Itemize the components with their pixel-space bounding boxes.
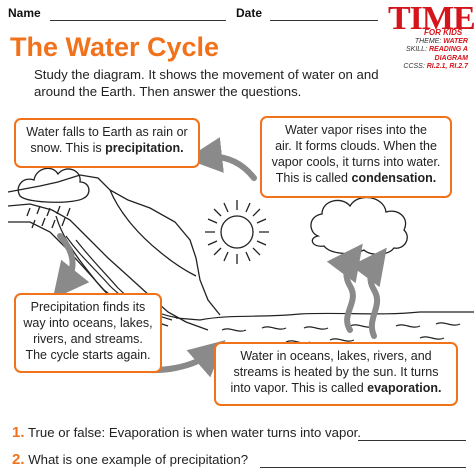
- date-label: Date: [236, 6, 263, 20]
- question-2: 2. What is one example of precipitation?: [12, 451, 248, 468]
- intro-line-2: around the Earth. Then answer the questi…: [34, 84, 302, 99]
- theme-label: THEME:: [414, 38, 442, 45]
- date-field-line[interactable]: [270, 20, 378, 21]
- precipitation-term: precipitation.: [105, 141, 184, 155]
- vapor-arrow-1: [326, 243, 363, 333]
- for-kids-logo: FOR KIDS: [424, 28, 463, 37]
- question-2-number: 2.: [12, 451, 25, 468]
- vapor-arrow-2: [350, 247, 387, 339]
- condensation-line-1: Water vapor rises into the: [285, 123, 427, 137]
- condensation-term: condensation.: [351, 171, 437, 185]
- precipitation-box: Water falls to Earth as rain or snow. Th…: [14, 118, 200, 168]
- evaporation-line-3: into vapor. This is called: [230, 381, 368, 395]
- precipitation-line-1: Water falls to Earth as rain or: [26, 125, 188, 139]
- ccss-label: CCSS:: [403, 63, 425, 71]
- collection-line-2: way into oceans, lakes,: [23, 316, 153, 330]
- condensation-line-3: vapor cools, it turns into water.: [271, 155, 441, 169]
- intro-text: Study the diagram. It shows the movement…: [34, 66, 454, 100]
- collection-box: Precipitation finds its way into oceans,…: [14, 293, 162, 373]
- condensation-box: Water vapor rises into the air. It forms…: [260, 116, 452, 198]
- precipitation-down-arrow: [52, 233, 90, 300]
- evaporation-line-2: streams is heated by the sun. It turns: [233, 365, 439, 379]
- skill-value-2: DIAGRAM: [434, 54, 468, 62]
- precipitation-line-2: snow. This is: [30, 141, 106, 155]
- sun-icon: [205, 200, 269, 264]
- name-label: Name: [8, 6, 41, 20]
- question-1-answer-line[interactable]: [358, 440, 466, 441]
- question-2-answer-line[interactable]: [260, 467, 466, 468]
- evaporation-term: evaporation.: [367, 381, 442, 395]
- skill-label: SKILL:: [406, 46, 428, 54]
- worksheet-meta: THEME: WATER SKILL: READING A DIAGRAM CC…: [368, 38, 468, 72]
- condensation-line-2: air. It forms clouds. When the: [275, 139, 437, 153]
- condensation-line-4: This is called: [275, 171, 352, 185]
- theme-value: WATER: [443, 38, 468, 45]
- evaporation-line-1: Water in oceans, lakes, rivers, and: [240, 349, 432, 363]
- evaporation-box: Water in oceans, lakes, rivers, and stre…: [214, 342, 458, 406]
- skill-value-1: READING A: [428, 46, 468, 54]
- collection-line-1: Precipitation finds its: [30, 300, 146, 314]
- page-title: The Water Cycle: [10, 32, 220, 62]
- question-1-text: True or false: Evaporation is when water…: [27, 425, 361, 440]
- question-1: 1. True or false: Evaporation is when wa…: [12, 424, 361, 441]
- ccss-value: RI.2.1, RI.2.7: [426, 63, 468, 71]
- collection-line-3: rivers, and streams.: [33, 332, 143, 346]
- time-logo: TIME: [388, 0, 474, 37]
- cloud-icon: [310, 196, 408, 255]
- intro-line-1: Study the diagram. It shows the movement…: [34, 67, 379, 82]
- collection-line-4: The cycle starts again.: [25, 348, 151, 362]
- ocean-icon: [175, 311, 474, 346]
- question-2-text: What is one example of precipitation?: [28, 452, 249, 467]
- condensation-to-precipitation-arrow: [186, 137, 257, 181]
- name-field-line[interactable]: [50, 20, 226, 21]
- rain-cloud-icon: [17, 167, 90, 229]
- question-1-number: 1.: [12, 424, 25, 441]
